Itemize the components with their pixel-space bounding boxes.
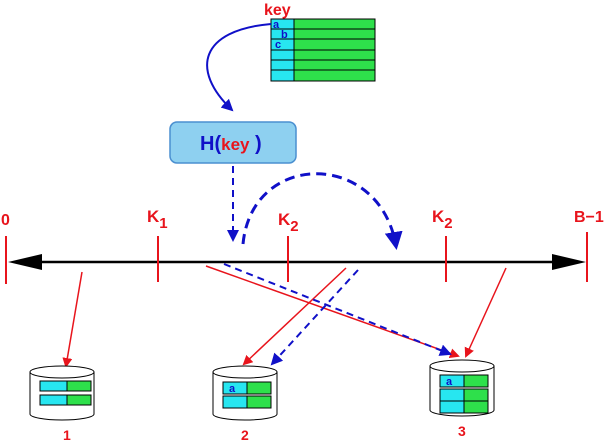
bucket-row bbox=[222, 395, 248, 409]
bucket-row-key: a bbox=[229, 383, 236, 395]
bucket-row bbox=[463, 374, 489, 388]
map-arrow-to-bucket-3 bbox=[205, 265, 460, 359]
bucket-top bbox=[429, 359, 495, 373]
right-arrowhead-icon bbox=[552, 254, 586, 270]
number-line: 0 B−1 K1 K2 K2 bbox=[1, 207, 604, 284]
key-table-row-key: a bbox=[273, 19, 280, 31]
bucket-row bbox=[246, 395, 272, 409]
bucket-row bbox=[246, 381, 272, 395]
key-table-title: key bbox=[264, 2, 291, 19]
marker-label: K1 bbox=[147, 207, 168, 232]
bucket-label: 1 bbox=[63, 427, 71, 443]
start-label: 0 bbox=[1, 212, 10, 229]
bucket-row bbox=[39, 394, 68, 406]
bucket-row bbox=[66, 394, 92, 406]
bucket-row bbox=[463, 388, 489, 402]
key-table-row-lines bbox=[271, 28, 375, 71]
hash-function-prefix: H( bbox=[200, 133, 221, 155]
key-table-row-key: c bbox=[275, 39, 281, 51]
hash-function-shape bbox=[169, 121, 297, 164]
key-table-row-key: b bbox=[281, 29, 288, 41]
end-label: B−1 bbox=[574, 209, 604, 226]
probe-arrow-to-bucket-3 bbox=[223, 263, 452, 356]
hash-function-suffix: ) bbox=[249, 133, 261, 155]
marker-label: K2 bbox=[432, 207, 453, 232]
bucket-1: 1 bbox=[29, 365, 95, 443]
bucket-2: a 2 bbox=[212, 365, 278, 443]
bucket-row bbox=[439, 388, 465, 402]
key-table: key a b c bbox=[264, 2, 376, 82]
bucket-row-key: a bbox=[446, 376, 453, 388]
bucket-label: 2 bbox=[241, 427, 249, 443]
bucket-row bbox=[39, 380, 68, 392]
key-to-hash-arrow bbox=[206, 23, 272, 112]
bucket-row bbox=[439, 400, 465, 414]
bucket-row bbox=[463, 400, 489, 414]
left-arrowhead-icon bbox=[8, 254, 42, 270]
bucket-row bbox=[66, 380, 92, 392]
bucket-3: a 3 bbox=[429, 359, 495, 439]
probe-arrow-to-bucket-2 bbox=[270, 269, 359, 366]
marker-label: K2 bbox=[278, 210, 299, 235]
map-arrow-to-bucket-2 bbox=[242, 267, 347, 366]
map-arrow-to-bucket-3 bbox=[464, 267, 507, 358]
bucket-top bbox=[212, 365, 278, 379]
probe-arc-arrow bbox=[241, 172, 403, 250]
hash-function-arg: key bbox=[221, 135, 250, 154]
map-arrow-to-bucket-1 bbox=[62, 271, 83, 368]
bucket-label: 3 bbox=[458, 423, 466, 439]
hash-function-label: H(key ) bbox=[200, 133, 262, 155]
hash-function-box: H(key ) bbox=[169, 121, 297, 164]
bucket-top bbox=[29, 365, 95, 379]
